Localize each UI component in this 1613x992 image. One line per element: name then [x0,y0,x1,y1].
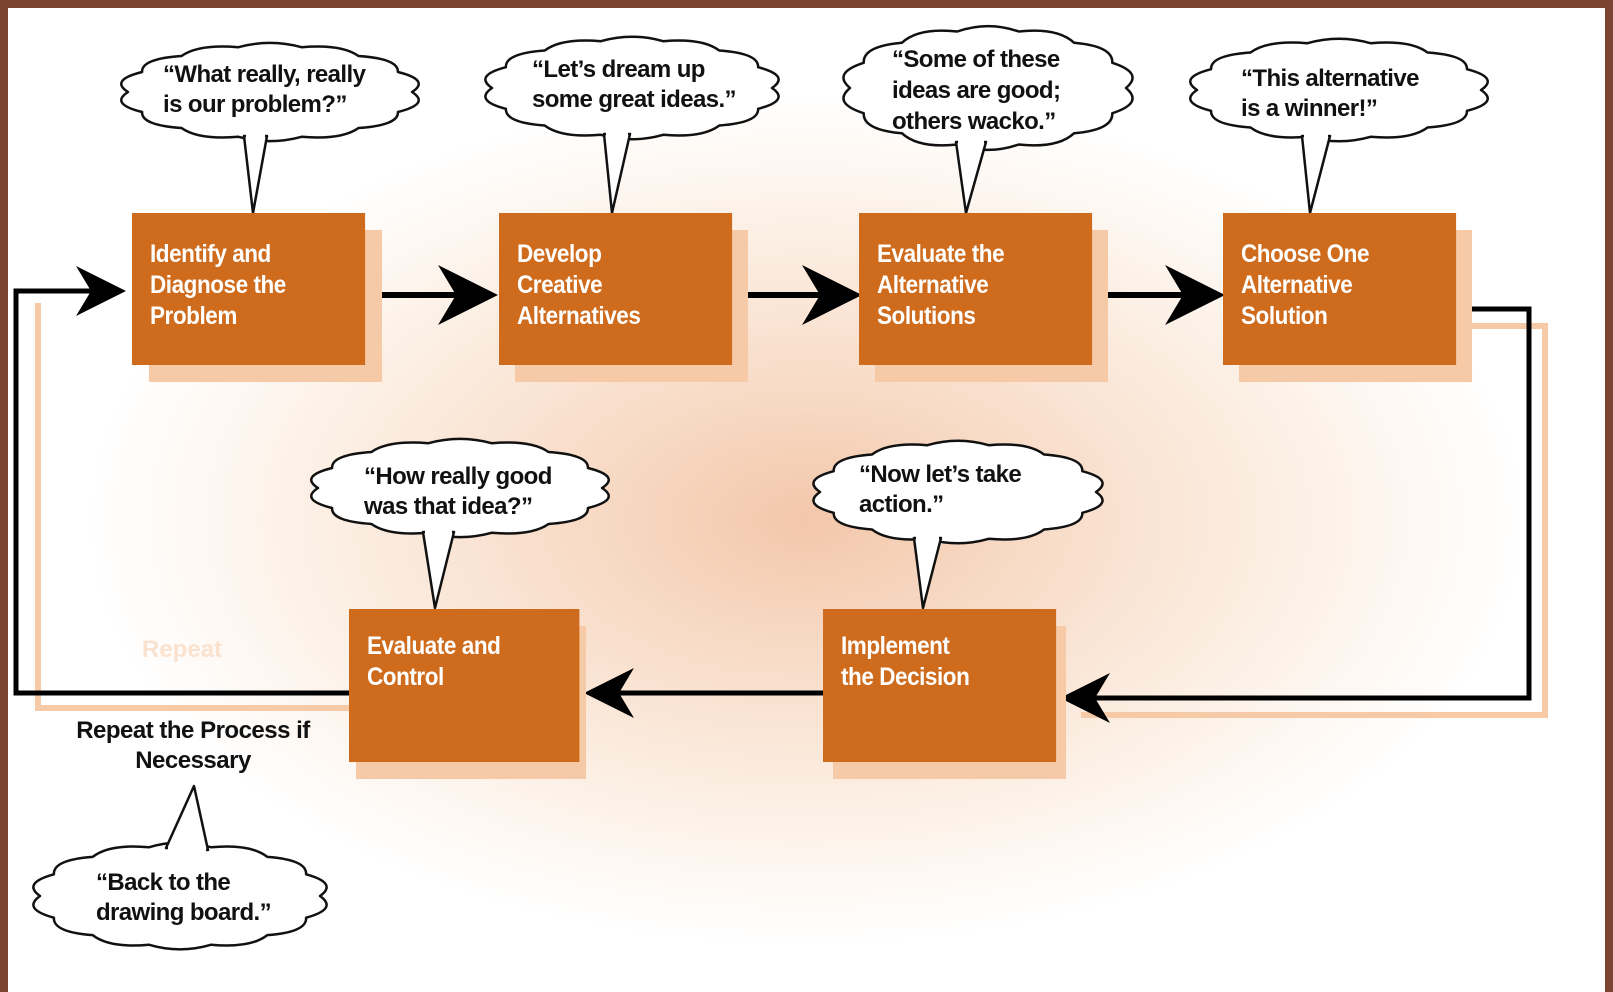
step-box-choose: Choose One Alternative Solution [1223,213,1457,365]
diagram-canvas: Identify and Diagnose the Problem Develo… [8,8,1605,992]
cloud-shape [812,439,1104,545]
cloud-tail [954,140,988,215]
cloud-shape [1189,37,1489,143]
cloud-shape [484,35,780,141]
thought-bubble-choose [1189,37,1489,215]
connector-shadows [35,303,1548,718]
cloud-shape [310,437,610,539]
thought-bubble-evaluate-control [310,437,610,610]
thought-bubble-identify [120,41,420,215]
step-box-identify: Identify and Diagnose the Problem [132,213,366,365]
cloud-tail [242,134,269,215]
repeat-label: Repeat the Process if Necessary [76,717,310,774]
thought-bubble-develop [484,35,780,215]
arrow-repeat-loop [13,266,350,696]
cloud-shape [120,41,420,143]
cloud-tail [602,132,632,215]
diagram-svg [13,24,1548,951]
thought-implement: “Now let’s take action.” [859,461,1022,518]
step-box-develop: Develop Creative Alternatives [499,213,733,365]
thought-bubble-repeat [32,784,328,951]
arrow-step4-to-step5 [1060,306,1532,723]
cloud-tail [1300,134,1332,215]
cloud-tail [421,530,456,610]
thought-evaluate-alternatives: “Some of these ideas are good; others wa… [892,46,1061,135]
cloud-seam [167,846,207,852]
cloud-shape [842,24,1134,152]
thought-evaluate-control: “How really good was that idea?” [364,463,552,520]
thought-choose: “This alternative is a winner!” [1241,65,1419,122]
thought-identify: “What really, really is our problem?” [163,61,366,118]
step-box-implement: Implement the Decision [823,609,1057,762]
thought-repeat: “Back to the drawing board.” [96,869,272,926]
thought-bubble-implement [812,439,1104,610]
thought-bubble-evaluate-alternatives [842,24,1134,215]
cloud-tail [164,784,210,852]
cloud-shape [32,841,328,951]
thought-develop: “Let’s dream up some great ideas.” [532,56,737,113]
cloud-tail [912,536,943,610]
step-box-evaluate-alternatives: Evaluate the Alternative Solutions [859,213,1093,365]
step-box-evaluate-control: Evaluate and Control [349,609,580,762]
repeat-ghost-text: Repeat [142,636,223,663]
